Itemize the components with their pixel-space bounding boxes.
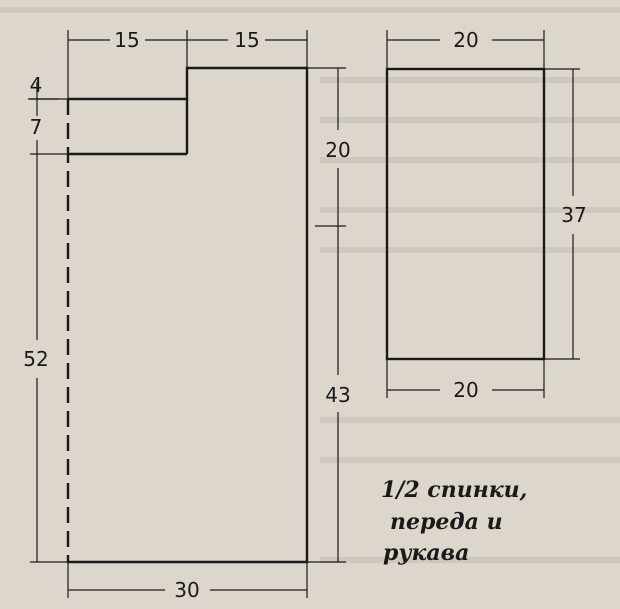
body-outline [68,66,309,564]
sleeve-top-width-label: 20 [453,28,478,52]
sleeve-outline [385,67,546,361]
sleeve-bottom-width-label: 20 [453,378,478,402]
left-height-label: 52 [23,347,48,371]
back-top-dimensions [67,30,308,99]
back-left-dimensions [28,82,68,563]
top-right-width-label: 15 [234,28,259,52]
armhole-depth-label: 7 [30,115,43,139]
bottom-width-label: 30 [174,578,199,602]
back-front-piece [66,66,309,564]
neck-depth-label: 4 [30,73,43,97]
upper-right-height-label: 20 [325,138,350,162]
sleeve-piece [385,67,546,361]
lower-right-height-label: 43 [325,383,350,407]
caption-line-3: рукава [383,540,469,566]
caption-line-2: переда и [390,509,503,535]
back-right-dimensions [307,67,346,563]
sleeve-height-label: 37 [561,203,586,227]
back-bottom-dimension [67,562,308,598]
caption-line-1: 1/2 спинки, [381,477,527,503]
top-left-width-label: 15 [114,28,139,52]
sleeve-dimensions [386,30,580,398]
